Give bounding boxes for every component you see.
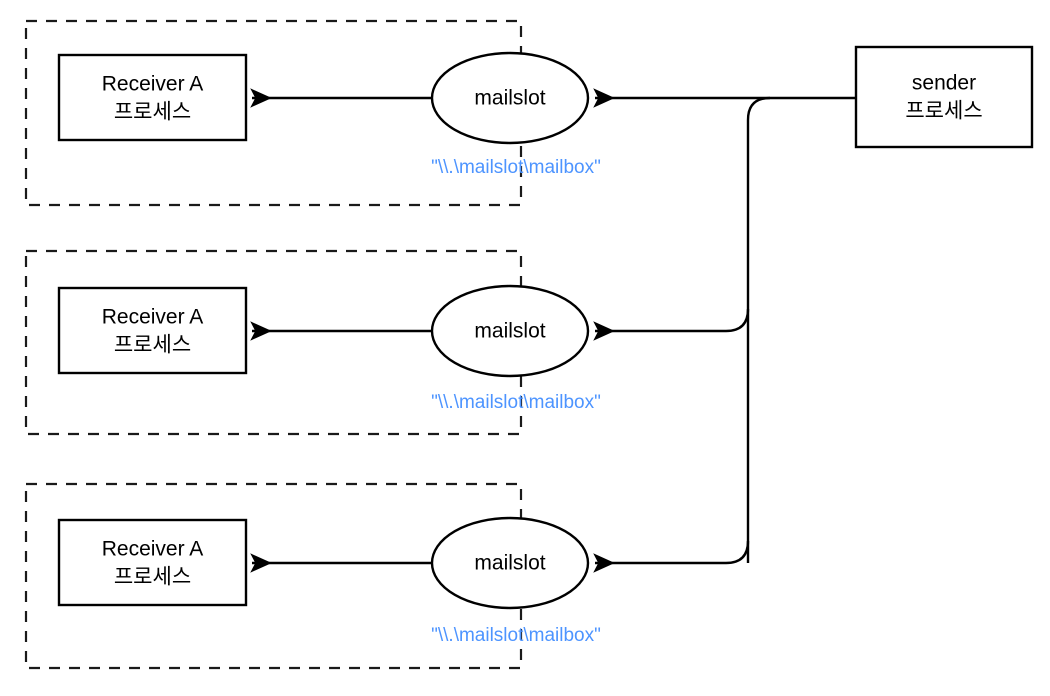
receiver-box-3[interactable]: Receiver A 프로세스 — [57, 518, 248, 607]
mailslot-label-1: mailslot — [474, 87, 545, 110]
receiver-box-1[interactable]: Receiver A 프로세스 — [57, 53, 248, 142]
receiver-box-rect-2 — [57, 286, 248, 375]
mailslot-ellipse-3 — [430, 516, 590, 610]
mailslot-node-3[interactable]: mailslot — [430, 516, 590, 610]
receiver-group-3: Receiver A 프로세스 mailslot "\\.\mailslot\m… — [24, 482, 601, 670]
sender-box-label-line1: sender — [912, 72, 976, 95]
receiver-box-rect-3 — [57, 518, 248, 607]
mailslot-ellipse-1 — [430, 51, 590, 145]
mailslot-label-3: mailslot — [474, 552, 545, 575]
mailslot-path-label-2: "\\.\mailslot\mailbox" — [431, 392, 601, 413]
mailslot-node-1[interactable]: mailslot — [430, 51, 590, 145]
receiver-box-label-line2-1: 프로세스 — [114, 101, 191, 124]
sender-box[interactable]: sender 프로세스 — [854, 45, 1034, 149]
receiver-group-1: Receiver A 프로세스 mailslot "\\.\mailslot\m… — [24, 19, 601, 207]
receiver-box-label-line1-2: Receiver A — [102, 306, 204, 329]
sender-to-mailslot-link-2 — [593, 308, 750, 341]
sender-connectors: sender 프로세스 — [593, 45, 1034, 573]
receiver-box-label-line1-1: Receiver A — [102, 73, 204, 96]
sender-to-mailslot-link-3 — [593, 540, 750, 573]
mailslot-node-2[interactable]: mailslot — [430, 284, 590, 378]
receiver-box-label-line2-3: 프로세스 — [114, 566, 191, 589]
receiver-box-label-line1-3: Receiver A — [102, 538, 204, 561]
sender-box-rect — [854, 45, 1034, 149]
mailslot-ellipse-2 — [430, 284, 590, 378]
receiver-box-2[interactable]: Receiver A 프로세스 — [57, 286, 248, 375]
mailslot-path-label-1: "\\.\mailslot\mailbox" — [431, 157, 601, 178]
receiver-box-rect-1 — [57, 53, 248, 142]
mailslot-label-2: mailslot — [474, 320, 545, 343]
sender-trunk-vertical — [746, 96, 771, 563]
sender-box-label-line2: 프로세스 — [905, 100, 982, 123]
receiver-box-label-line2-2: 프로세스 — [114, 334, 191, 357]
mailslot-path-label-3: "\\.\mailslot\mailbox" — [431, 625, 601, 646]
receiver-group-2: Receiver A 프로세스 mailslot "\\.\mailslot\m… — [24, 249, 601, 436]
